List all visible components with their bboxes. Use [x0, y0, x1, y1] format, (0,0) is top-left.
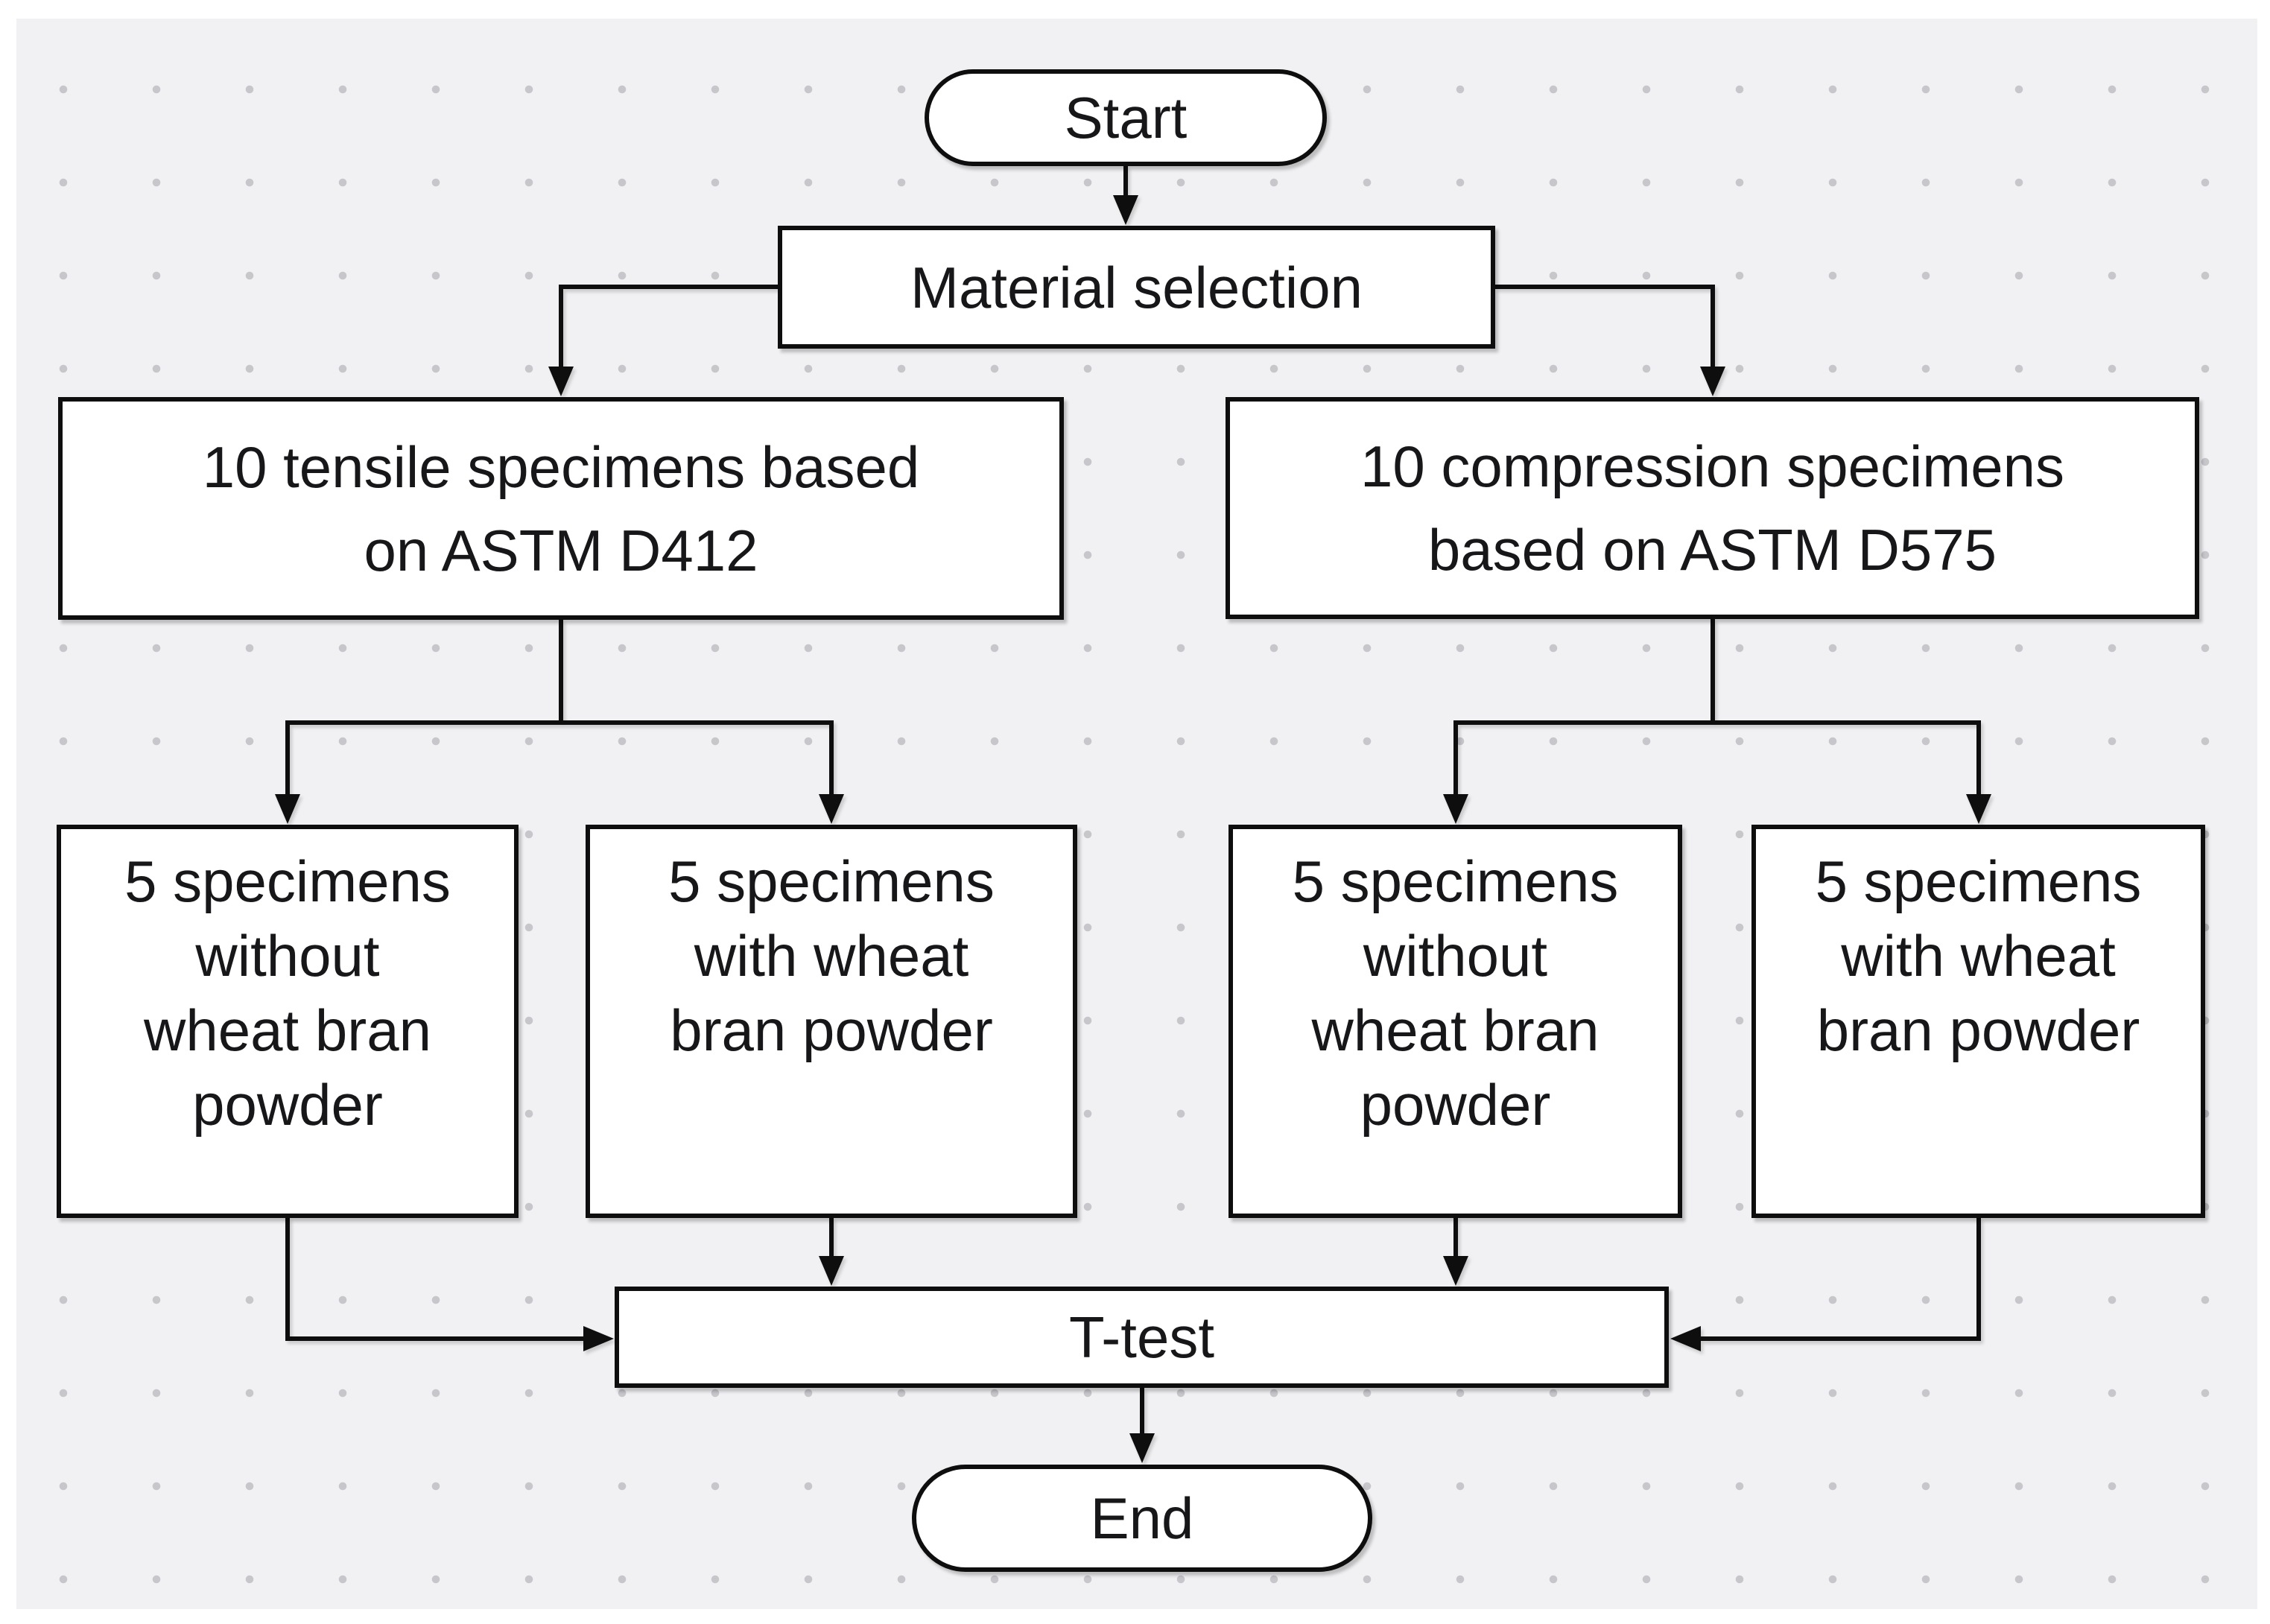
node-compression-without-bran-label: 5 specimens without wheat bran powder	[1292, 849, 1619, 1138]
node-compression-specimens: 10 compression specimens based on ASTM D…	[1226, 397, 2199, 619]
node-tensile-without-bran-label: 5 specimens without wheat bran powder	[124, 849, 451, 1138]
edge-tensile-split	[275, 620, 844, 824]
node-compression-specimens-label: 10 compression specimens based on ASTM D…	[1360, 434, 2065, 583]
node-tensile-specimens-label: 10 tensile specimens based on ASTM D412	[202, 434, 920, 583]
edge-compression-with-ttest	[1670, 1218, 1981, 1351]
node-material-selection: Material selection	[778, 226, 1495, 349]
edge-material-tensile	[548, 285, 778, 396]
node-compression-without-bran: 5 specimens without wheat bran powder	[1228, 825, 1682, 1218]
edge-start-material	[1113, 166, 1138, 225]
node-tensile-with-bran: 5 specimens with wheat bran powder	[586, 825, 1077, 1218]
node-end-label: End	[1090, 1485, 1194, 1551]
node-start: Start	[925, 69, 1327, 166]
node-material-selection-label: Material selection	[910, 254, 1363, 320]
node-compression-with-bran: 5 specimens with wheat bran powder	[1751, 825, 2205, 1218]
edge-tensile-with-ttest	[819, 1218, 844, 1286]
node-end: End	[912, 1465, 1372, 1572]
edge-material-compression	[1495, 285, 1725, 396]
node-tensile-without-bran: 5 specimens without wheat bran powder	[57, 825, 519, 1218]
edge-compression-split	[1443, 619, 1991, 824]
edge-tensile-without-ttest	[285, 1218, 614, 1351]
node-tensile-specimens: 10 tensile specimens based on ASTM D412	[58, 397, 1064, 620]
edge-compression-without-ttest	[1443, 1218, 1468, 1286]
node-start-label: Start	[1064, 85, 1188, 150]
node-compression-with-bran-label: 5 specimens with wheat bran powder	[1815, 849, 2142, 1063]
node-tensile-with-bran-label: 5 specimens with wheat bran powder	[668, 849, 995, 1063]
node-t-test: T-test	[615, 1287, 1669, 1388]
node-t-test-label: T-test	[1068, 1304, 1215, 1370]
edge-ttest-end	[1129, 1388, 1155, 1463]
